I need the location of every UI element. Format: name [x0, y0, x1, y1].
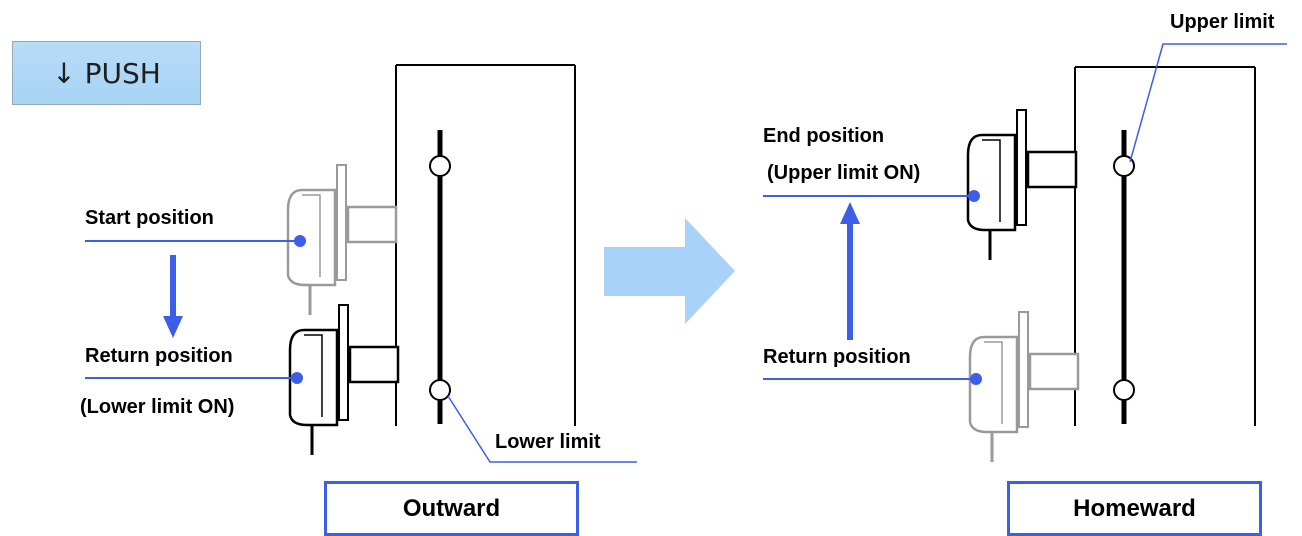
start-position-label: Start position — [85, 207, 214, 229]
lower-limit-on-label: (Lower limit ON) — [80, 396, 235, 418]
actuator-return — [288, 303, 400, 457]
direction-arrow — [604, 218, 735, 324]
upper-limit-on-label: (Upper limit ON) — [767, 162, 921, 184]
actuator-home-return — [968, 310, 1080, 464]
home-return-position-label: Return position — [763, 346, 911, 368]
outward-panel — [85, 64, 637, 463]
homeward-caption: Homeward — [1007, 481, 1262, 536]
outward-caption: Outward — [324, 481, 579, 536]
upper-sensor — [429, 155, 451, 177]
end-position-label: End position — [763, 125, 885, 147]
actuator-end — [966, 108, 1078, 262]
upper-limit-label: Upper limit — [1170, 11, 1275, 33]
lower-sensor — [429, 379, 451, 401]
push-button[interactable]: ↓ PUSH — [12, 41, 201, 105]
homeward-panel — [763, 43, 1287, 464]
return-position-label: Return position — [85, 345, 233, 367]
lower-limit-label: Lower limit — [495, 431, 601, 453]
